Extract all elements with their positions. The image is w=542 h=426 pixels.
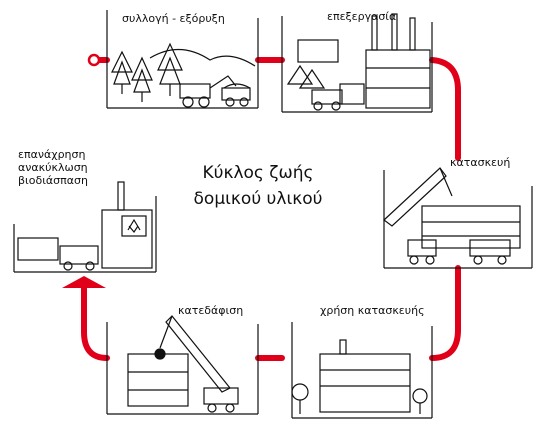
cycle-arrowhead (62, 276, 106, 288)
stage-label-reuse: επανάχρηση (18, 148, 86, 161)
processing-illustration (281, 13, 433, 113)
cycle-path (81, 57, 461, 361)
stage-label-processing: επεξεργασία (327, 10, 397, 23)
diagram-title-line1: Κύκλος ζωής (202, 163, 314, 183)
diagram-title-line2: δομικού υλικού (193, 189, 323, 209)
stage-label-biodegradation: βιοδιάσπαση (18, 174, 88, 187)
stage-label-collection: συλλογή - εξόρυξη (122, 12, 225, 25)
stage-label-group-end-of-life: επανάχρηση ανακύκλωση βιοδιάσπαση (18, 148, 88, 187)
collection-illustration (106, 10, 259, 109)
demolition-illustration (106, 315, 259, 415)
use-illustration (291, 322, 433, 419)
recycle-icon (133, 225, 135, 227)
stage-label-demolition: κατεδάφιση (178, 304, 244, 317)
construction-illustration (383, 167, 533, 269)
stage-label-construction: κατασκευή (450, 156, 511, 169)
stage-label-use: χρήση κατασκευής (320, 304, 425, 317)
cycle-start-marker (87, 53, 101, 67)
stage-label-recycling: ανακύκλωση (18, 161, 88, 174)
recycling-illustration (13, 181, 157, 273)
diagram-title: Κύκλος ζωής δομικού υλικού (178, 160, 338, 212)
